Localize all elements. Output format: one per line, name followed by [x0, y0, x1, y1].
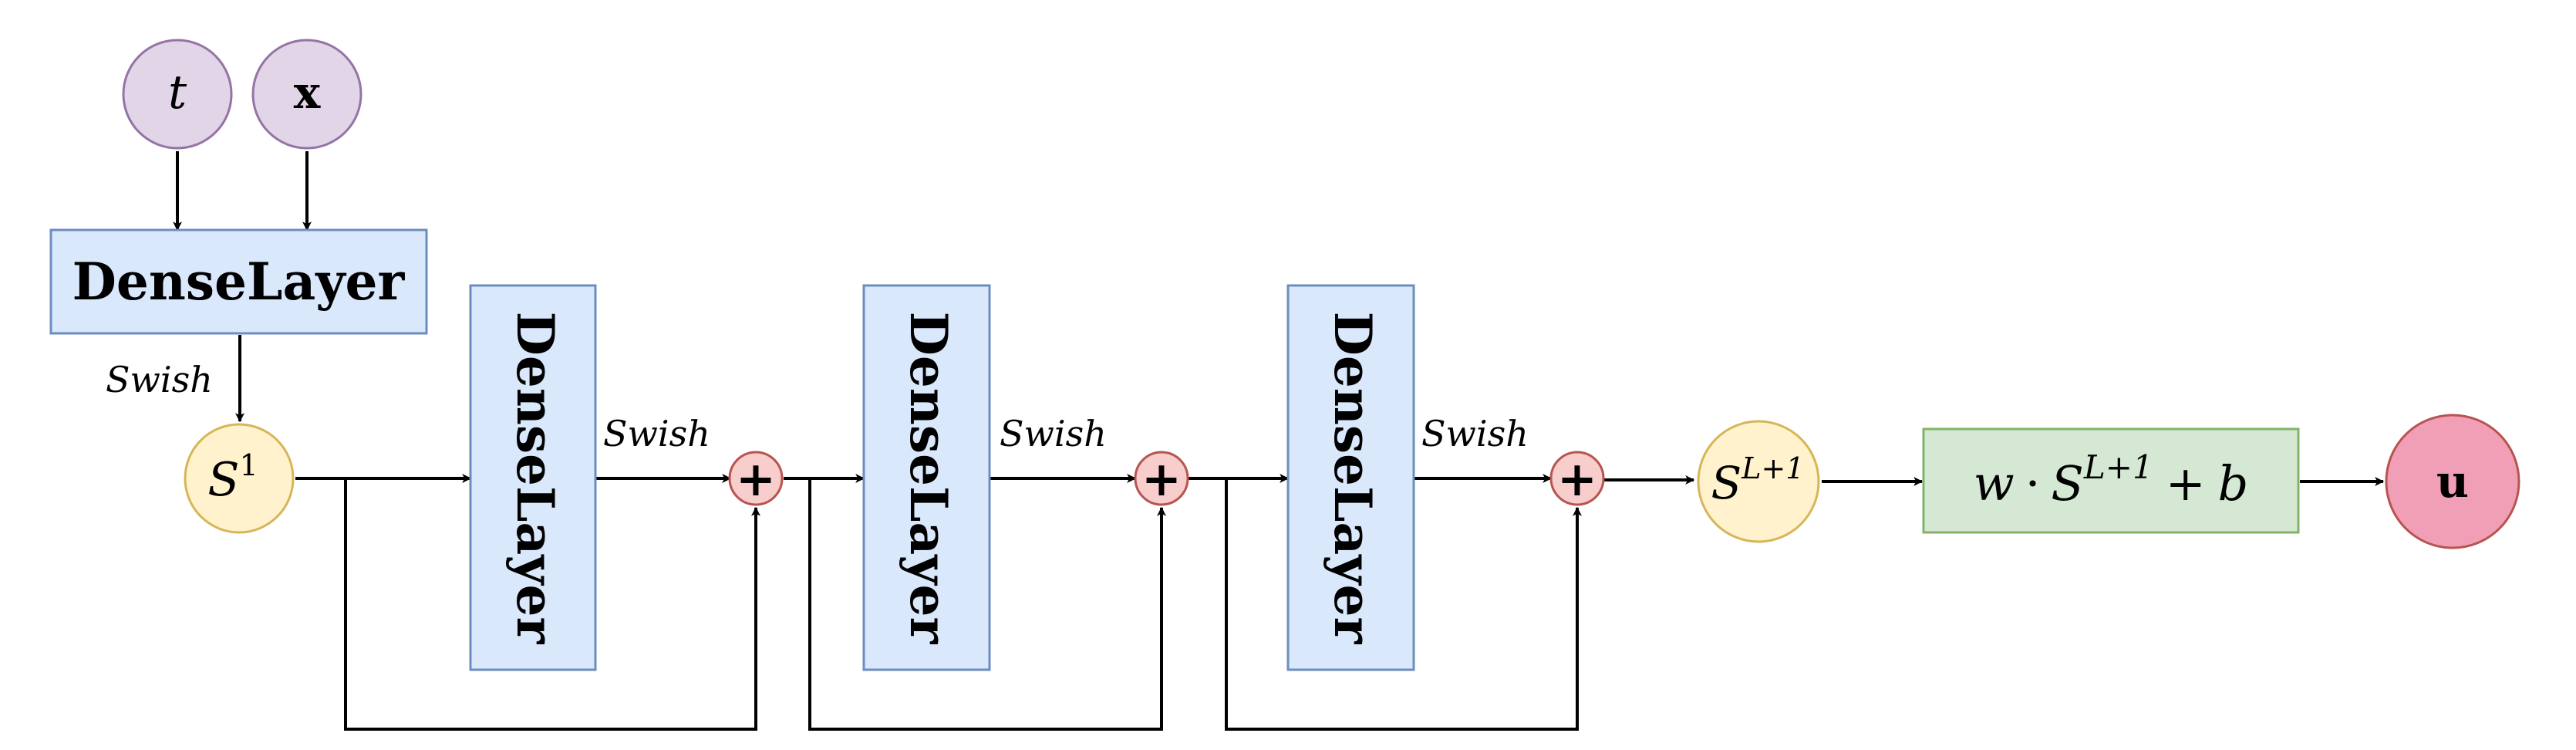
input-dense-label: DenseLayer — [72, 252, 406, 312]
skip-connection-2 — [808, 478, 1166, 731]
formula-plus: + — [2166, 455, 2206, 512]
sum-node-1: + — [728, 451, 784, 507]
state-slast-label: SL+1 — [1711, 451, 1805, 509]
sum-symbol-1: + — [736, 451, 776, 507]
output-u-label: u — [2436, 455, 2469, 508]
dense-block-1: DenseLayer — [469, 284, 597, 671]
dense-block-1-label: DenseLayer — [505, 312, 565, 645]
activation-label-3: Swish — [1421, 413, 1529, 454]
sum-node-2: + — [1134, 451, 1189, 507]
formula-b: b — [2218, 455, 2249, 512]
state-slast-base: S — [1711, 457, 1742, 509]
activation-label-input: Swish — [106, 359, 213, 400]
state-s1-node: S1 — [184, 423, 295, 534]
state-s1-label: S1 — [207, 448, 258, 507]
state-slast-sup: L+1 — [1741, 451, 1804, 485]
input-t-label: t — [168, 66, 187, 120]
linear-output-layer: w·SL+1 +b — [1922, 427, 2300, 534]
output-u-node: u — [2385, 414, 2520, 549]
input-x-node: x — [251, 39, 362, 150]
sum-symbol-2: + — [1141, 451, 1182, 507]
dense-block-2-label: DenseLayer — [899, 312, 959, 645]
dense-block-2: DenseLayer — [862, 284, 991, 671]
formula-w: w — [1974, 455, 2015, 512]
edges — [173, 151, 2385, 731]
linear-formula: w·SL+1 +b — [1974, 448, 2249, 512]
state-s1-sup: 1 — [239, 448, 258, 482]
formula-sup: L+1 — [2083, 448, 2153, 486]
formula-s: S — [2051, 455, 2083, 512]
formula-dot: · — [2025, 455, 2041, 512]
dense-block-3: DenseLayer — [1286, 284, 1415, 671]
skip-connection-1 — [344, 478, 760, 731]
activation-label-1: Swish — [603, 413, 710, 454]
state-slast-node: SL+1 — [1697, 420, 1820, 543]
skip-connection-3 — [1225, 478, 1582, 731]
activation-label-2: Swish — [1000, 413, 1107, 454]
sum-symbol-3: + — [1557, 451, 1597, 507]
input-dense-layer: DenseLayer — [49, 228, 428, 335]
input-x-label: x — [294, 66, 321, 119]
dense-block-3-label: DenseLayer — [1323, 312, 1383, 645]
sum-node-3: + — [1549, 451, 1605, 507]
state-s1-base: S — [207, 453, 239, 507]
input-t-node: t — [122, 39, 233, 150]
